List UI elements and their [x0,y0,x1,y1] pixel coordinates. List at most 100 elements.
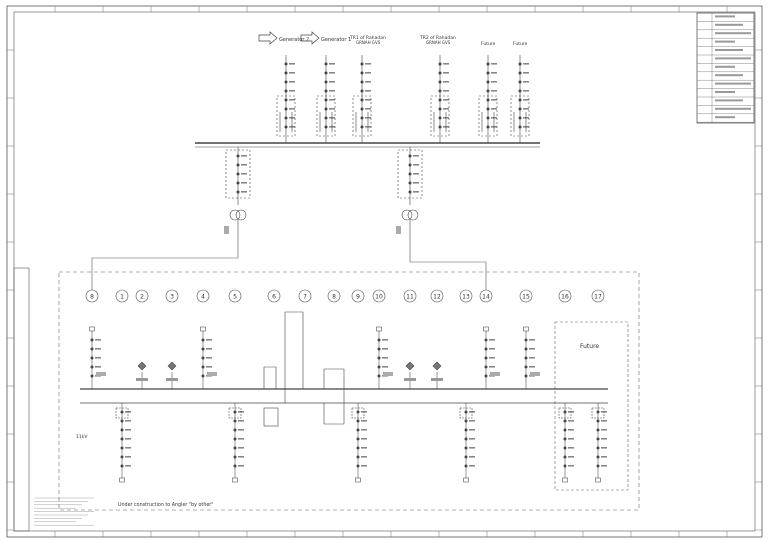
panel-number: 8 [327,289,341,303]
svg-text:11: 11 [406,294,414,301]
panel-number: 12 [430,289,444,303]
svg-text:2: 2 [140,294,144,301]
title-row-text [715,116,735,119]
svg-text:5: 5 [233,294,237,301]
generator-feeder-section [195,31,540,148]
vt-bay [404,361,416,389]
outgoing-feeder-bay [591,403,607,483]
svg-text:9: 9 [356,294,360,301]
panel-number: 15 [519,289,533,303]
title-block [696,12,755,124]
panel-number: 14 [479,289,493,303]
transformer-winding [235,209,247,221]
title-row-text [715,40,735,43]
svg-text:10: 10 [375,294,383,301]
outgoing-feeder-bay [558,403,574,483]
svg-text:14: 14 [482,294,490,301]
incoming-bay [523,326,540,389]
panel-number: 2 [135,289,149,303]
svg-text:16: 16 [561,294,569,301]
frame-grid-ticks [7,6,762,537]
title-row-text [715,99,743,102]
switchboard-panel-outline [58,271,640,511]
transformer-bay [224,147,251,240]
title-row-text [715,32,751,35]
svg-text:15: 15 [522,294,530,301]
bus-coupler-loops [263,311,345,427]
panel-number: 1 [115,289,129,303]
feeder-label-future-2: Future [513,41,528,47]
title-row-text [715,74,743,77]
panel-number: 6 [267,289,281,303]
drawing-border [13,11,756,532]
incomer-cables [91,240,487,290]
svg-text:8: 8 [332,294,336,301]
sheet-border [6,5,763,538]
svg-text:7: 7 [303,294,307,301]
top-feeder-bay [276,55,296,143]
title-row-text [715,49,743,51]
feeder-label-tr2: TR2 of Rahadan [419,35,456,41]
svg-text:1: 1 [120,294,124,301]
svg-text:4: 4 [201,294,205,301]
left-title-strip [13,267,30,532]
top-feeder-bays [276,55,530,143]
title-row-text [715,82,751,85]
incoming-bay [483,326,500,389]
panel-number: 4 [196,289,210,303]
future-section-label: Future [580,343,599,350]
incoming-bay [200,326,217,389]
outgoing-feeder-bay [459,403,475,483]
generator-1-label: Generator 1 [321,37,351,43]
generator-2-label: Generator 2 [279,37,309,43]
busbar-label: 11kV [76,434,88,440]
title-row-text [715,15,735,18]
transformer-winding [401,209,413,221]
incoming-bay [89,326,106,389]
feeder-label-future-1: Future [481,41,496,47]
panel-number: 7 [298,289,312,303]
construction-note: Under construction to Angler "by other" [118,502,214,508]
panel-number: 16 [558,289,572,303]
transformer-winding [229,209,241,221]
future-section-outline [554,321,629,491]
top-feeder-bay [316,55,336,143]
legend-notes [34,497,94,526]
outgoing-feeder-bay [115,403,131,483]
feeder-label-tr1: TR1 of Rahadan [349,35,386,41]
vt-bay [136,361,148,389]
svg-text:6: 6 [272,294,276,301]
title-row-text [715,65,735,68]
generator-2-arrow [258,31,278,45]
svg-text:3: 3 [170,294,174,301]
svg-text:13: 13 [462,294,470,301]
lower-feeder-bays [89,326,607,483]
svg-text:12: 12 [433,294,441,301]
outgoing-feeder-bay [351,403,367,483]
transformer-bays [224,147,423,240]
feeder-sublabel-tr1: GRNAH GVS [356,40,381,45]
panel-number: 17 [591,289,605,303]
title-row-text [715,23,743,26]
panel-number: 9 [351,289,365,303]
vt-bay [166,361,178,389]
vt-bay [431,361,443,389]
generator-1-arrow [300,31,320,45]
title-row-text [715,91,735,93]
feeder-sublabel-tr2: GRNAH GVS [426,40,451,45]
panel-number: 13 [459,289,473,303]
panel-number: 5 [228,289,242,303]
top-feeder-bay [352,55,372,143]
panel-number: 3 [165,289,179,303]
svg-text:8: 8 [90,294,94,301]
title-row-text [715,57,751,60]
panel-number: 11 [403,289,417,303]
top-feeder-bay [430,55,450,143]
top-feeder-bay [478,55,498,143]
incoming-bay [376,326,393,389]
transformer-bay [396,147,423,240]
panel-number: 10 [372,289,386,303]
outgoing-feeder-bay [228,403,244,483]
